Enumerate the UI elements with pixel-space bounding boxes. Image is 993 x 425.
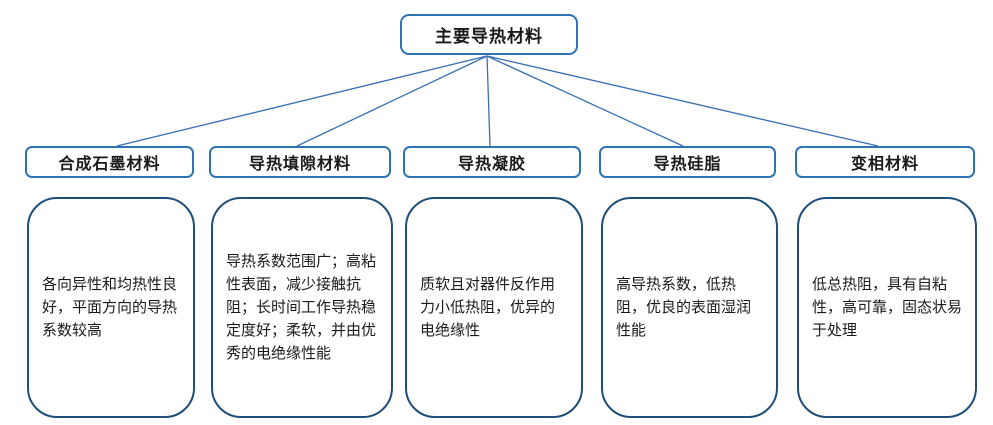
branch-header-gap-filler: 导热填隙材料: [209, 146, 391, 178]
connector-line-2: [296, 55, 488, 147]
branch-description-phase-change: 低总热阻，具有自粘性，高可靠，固态状易于处理: [797, 197, 977, 418]
branch-header-thermal-grease: 导热硅脂: [599, 146, 776, 178]
branch-header-phase-change: 变相材料: [795, 146, 975, 178]
branch-header-label: 导热填隙材料: [248, 154, 351, 173]
branch-header-label: 合成石墨材料: [58, 154, 161, 173]
branch-header-label: 导热硅脂: [653, 154, 722, 173]
root-node-label: 主要导热材料: [435, 27, 543, 47]
connector-line-5: [486, 55, 879, 147]
branch-header-label: 导热凝胶: [457, 154, 526, 173]
connector-line-1: [116, 55, 488, 147]
connector-line-3: [486, 55, 491, 147]
branch-header-label: 变相材料: [850, 154, 919, 173]
branch-header-synthetic-graphite: 合成石墨材料: [25, 146, 194, 178]
connector-line-4: [486, 55, 684, 147]
branch-description-synthetic-graphite: 各向异性和均热性良好，平面方向的导热系数较高: [27, 197, 195, 418]
branch-description-text: 高导热系数，低热阻，优良的表面湿润性能: [616, 275, 752, 339]
branch-description-text: 质软且对器件反作用力小低热阻，优异的电绝缘性: [420, 275, 556, 339]
branch-description-gap-filler: 导热系数范围广；高粘性表面，减少接触抗阻；长时间工作导热稳定度好；柔软，并由优秀…: [211, 197, 393, 418]
branch-description-text: 低总热阻，具有自粘性，高可靠，固态状易于处理: [812, 275, 963, 339]
branch-description-text: 各向异性和均热性良好，平面方向的导热系数较高: [42, 275, 178, 339]
branch-description-text: 导热系数范围广；高粘性表面，减少接触抗阻；长时间工作导热稳定度好；柔软，并由优秀…: [226, 252, 377, 362]
branch-description-thermal-gel: 质软且对器件反作用力小低热阻，优异的电绝缘性: [405, 197, 583, 418]
branch-header-thermal-gel: 导热凝胶: [403, 146, 581, 178]
root-node-main-thermal-materials: 主要导热材料: [400, 14, 578, 55]
branch-description-thermal-grease: 高导热系数，低热阻，优良的表面湿润性能: [601, 197, 778, 418]
